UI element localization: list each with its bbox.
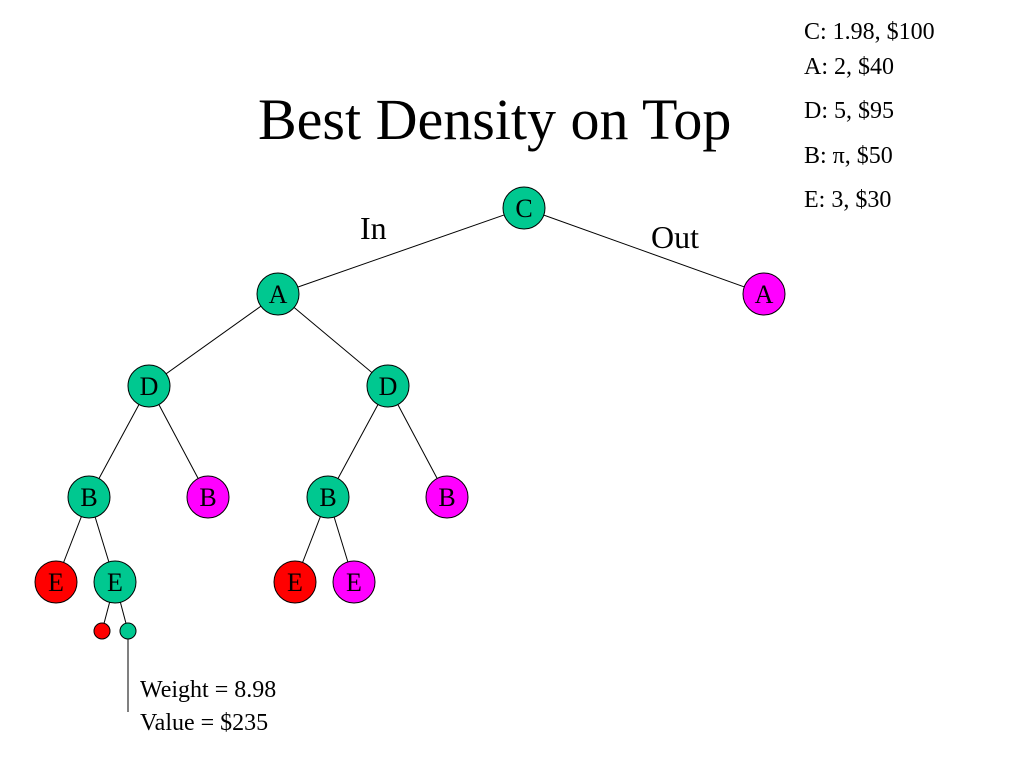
node-c-root[interactable]: C <box>502 186 546 230</box>
node-e4[interactable]: E <box>332 560 376 604</box>
annotation-weight: Weight = 8.98 <box>140 677 277 703</box>
node-label: B <box>80 483 97 512</box>
node-circle <box>34 560 78 604</box>
node-label: B <box>438 483 455 512</box>
node-circle <box>93 560 137 604</box>
legend-item-b: B: π, $50 <box>804 143 893 169</box>
edge-label-in: In <box>360 210 387 246</box>
node-circle <box>425 475 469 519</box>
node-circle <box>366 364 410 408</box>
node-label: E <box>346 568 362 597</box>
node-circle <box>67 475 111 519</box>
node-e2[interactable]: E <box>93 560 137 604</box>
node-d-right[interactable]: D <box>366 364 410 408</box>
annotation-value: Value = $235 <box>140 710 269 736</box>
node-circle <box>186 475 230 519</box>
node-b2[interactable]: B <box>186 475 230 519</box>
node-e3[interactable]: E <box>273 560 317 604</box>
node-label: E <box>107 568 123 597</box>
node-circle <box>502 186 546 230</box>
node-circle <box>273 560 317 604</box>
node-circle <box>127 364 171 408</box>
edge-a-d-right <box>277 293 389 387</box>
node-circle <box>306 475 350 519</box>
node-b4[interactable]: B <box>425 475 469 519</box>
legend-item-d: D: 5, $95 <box>804 98 894 124</box>
node-label: D <box>379 372 398 401</box>
tree-edges <box>55 207 765 712</box>
node-label: B <box>199 483 216 512</box>
legend-item-a: A: 2, $40 <box>804 54 894 80</box>
node-b1[interactable]: B <box>67 475 111 519</box>
node-a-out[interactable]: A <box>742 272 786 316</box>
node-e1[interactable]: E <box>34 560 78 604</box>
edge-c-a-out <box>523 207 765 295</box>
leaf-node-best[interactable] <box>119 622 137 640</box>
node-circle <box>256 272 300 316</box>
leaf-node-infeasible[interactable] <box>93 622 111 640</box>
node-circle <box>332 560 376 604</box>
node-label: E <box>287 568 303 597</box>
node-label: A <box>755 280 774 309</box>
edge-c-a-in <box>277 207 525 295</box>
edge-label-out: Out <box>651 219 699 255</box>
node-a-in[interactable]: A <box>256 272 300 316</box>
node-label: C <box>515 194 532 223</box>
legend-item-e: E: 3, $30 <box>804 187 892 213</box>
node-b3[interactable]: B <box>306 475 350 519</box>
node-label: A <box>269 280 288 309</box>
legend-item-c: C: 1.98, $100 <box>804 19 935 45</box>
node-label: B <box>319 483 336 512</box>
edge-a-d-left <box>148 293 279 387</box>
slide-title: Best Density on Top <box>258 87 732 152</box>
node-d-left[interactable]: D <box>127 364 171 408</box>
node-circle <box>742 272 786 316</box>
node-label: E <box>48 568 64 597</box>
node-label: D <box>140 372 159 401</box>
